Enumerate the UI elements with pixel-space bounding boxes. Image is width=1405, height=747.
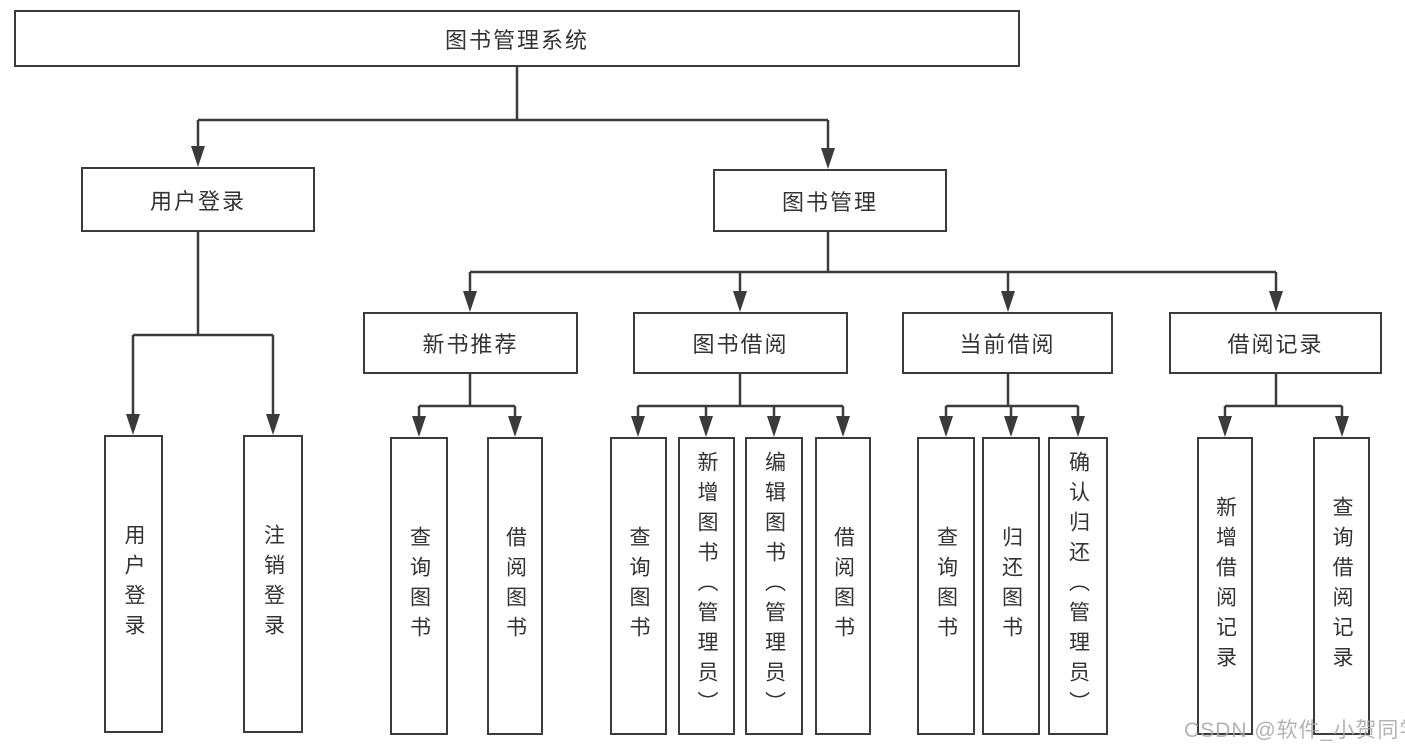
node-library-system: 图书管理系统 [14, 10, 1020, 67]
node-label: 用户登录 [122, 524, 145, 644]
arrow-icon [939, 416, 953, 437]
node-label: 查询图书 [934, 526, 958, 646]
node-label: 新增借阅记录 [1213, 496, 1237, 676]
arrow-icon [836, 416, 850, 437]
arrow-icon [1071, 416, 1085, 437]
node-label: 用户登录 [149, 188, 246, 214]
arrow-icon [699, 416, 713, 437]
arrow-icon [266, 414, 280, 435]
node-label: 新增图书（管理员） [695, 451, 718, 721]
leaf-query-books-current: 查询图书 [917, 437, 975, 735]
node-borrow-records: 借阅记录 [1169, 312, 1382, 374]
leaf-add-books-admin: 新增图书（管理员） [678, 437, 735, 735]
node-label: 查询图书 [627, 526, 650, 646]
arrow-icon [821, 148, 835, 169]
node-label: 当前借阅 [959, 332, 1056, 357]
leaf-add-borrow-record: 新增借阅记录 [1197, 437, 1253, 735]
node-label: 注销登录 [261, 524, 285, 644]
arrow-icon [1218, 416, 1232, 437]
leaf-borrow-books: 借阅图书 [815, 437, 871, 735]
leaf-logout: 注销登录 [243, 435, 303, 733]
arrow-icon [1335, 416, 1349, 437]
node-label: 查询图书 [407, 526, 431, 646]
node-label: 新书推荐 [422, 332, 519, 357]
connector-current-borrow [944, 374, 1080, 421]
arrow-icon [508, 416, 522, 437]
node-user-login: 用户登录 [81, 167, 315, 232]
leaf-query-borrow-record: 查询借阅记录 [1313, 437, 1370, 735]
node-label: 借阅图书 [503, 526, 527, 646]
node-label: 借阅图书 [831, 526, 855, 646]
arrow-icon [463, 291, 477, 312]
arrow-icon [412, 416, 426, 437]
csdn-watermark: CSDN @软件_小贺同学 [1184, 719, 1405, 742]
arrow-icon [733, 291, 747, 312]
node-current-borrowing: 当前借阅 [902, 312, 1113, 374]
node-label: 编辑图书（管理员） [762, 451, 786, 721]
leaf-query-books-borrow: 查询图书 [610, 437, 667, 735]
leaf-edit-books-admin: 编辑图书（管理员） [745, 437, 803, 735]
arrow-icon [126, 414, 140, 435]
node-new-book-recommend: 新书推荐 [363, 312, 578, 374]
arrow-icon [1004, 416, 1018, 437]
arrowheads [126, 146, 1349, 437]
connector-root [196, 66, 830, 152]
connector-book-mgmt [468, 232, 1278, 296]
node-label: 图书借阅 [692, 332, 789, 357]
node-book-management: 图书管理 [713, 169, 947, 232]
connector-user-login [131, 232, 275, 418]
connector-new-books [417, 374, 517, 421]
leaf-confirm-return-admin: 确认归还（管理员） [1048, 437, 1108, 735]
arrow-icon [1001, 291, 1015, 312]
arrow-icon [191, 146, 205, 167]
node-label: 图书管理系统 [444, 27, 589, 53]
arrow-icon [631, 416, 645, 437]
arrow-icon [1269, 291, 1283, 312]
arrow-icon [767, 416, 781, 437]
node-label: 归还图书 [999, 526, 1023, 646]
node-label: 查询借阅记录 [1330, 496, 1353, 676]
node-book-borrowing: 图书借阅 [633, 312, 848, 374]
node-label: 图书管理 [781, 189, 878, 215]
leaf-query-books-recommend: 查询图书 [390, 437, 448, 735]
connector-borrow-records [1223, 374, 1344, 421]
leaf-return-books: 归还图书 [982, 437, 1040, 735]
leaf-borrow-books-recommend: 借阅图书 [487, 437, 543, 735]
node-label: 借阅记录 [1227, 332, 1324, 357]
leaf-user-login: 用户登录 [104, 435, 163, 733]
node-label: 确认归还（管理员） [1066, 451, 1090, 721]
connector-book-borrow [636, 374, 845, 421]
